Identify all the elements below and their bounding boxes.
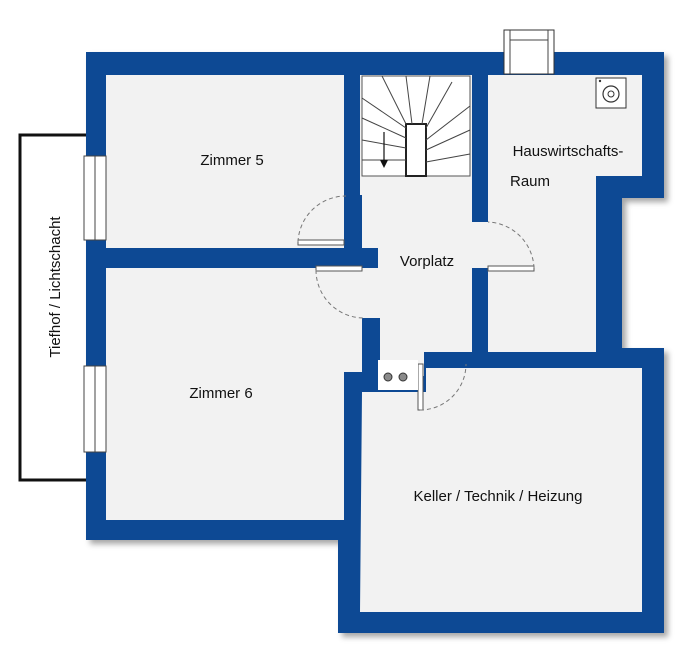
- washing-machine-icon: [595, 77, 627, 109]
- room-vorplatz-floor: [360, 193, 488, 376]
- stair-tread-6: [405, 75, 413, 125]
- stair-tread-9: [425, 105, 471, 141]
- staircase: [361, 75, 471, 177]
- lightwell-outline: [18, 133, 86, 482]
- room-keller-floor: [360, 368, 642, 612]
- stair-tread-1: [361, 97, 407, 129]
- stair-tread-10: [425, 129, 471, 151]
- door-hwr-swing: [487, 221, 535, 269]
- door-zimmer6-swing: [315, 269, 365, 319]
- lightwell: [18, 133, 86, 482]
- door-zimmer6: [315, 265, 363, 272]
- room-zimmer6-floor: [106, 268, 362, 520]
- label-zimmer6: Zimmer 6: [189, 385, 252, 402]
- stair-tread-5: [381, 75, 407, 125]
- pipe-icon-2: [398, 372, 408, 382]
- washing-machine-center: [607, 90, 615, 98]
- label-keller: Keller / Technik / Heizung: [414, 488, 583, 505]
- washing-machine-knob: [598, 79, 602, 83]
- stair-exit-top: [503, 29, 555, 75]
- label-hwr-line1: Hauswirtschafts-: [513, 143, 624, 160]
- label-zimmer5: Zimmer 5: [200, 152, 263, 169]
- label-lightwell: Tiefhof / Lichtschacht: [47, 216, 64, 358]
- room-floors: [106, 75, 642, 612]
- stair-tread-2: [361, 117, 407, 139]
- keller-fixtures: [378, 360, 418, 390]
- door-hwr: [487, 265, 535, 272]
- door-zimmer5: [297, 239, 345, 246]
- label-hwr-line2: Raum: [510, 173, 550, 190]
- washing-machine-drum: [602, 85, 620, 103]
- stair-core: [405, 123, 427, 177]
- windows: [83, 155, 107, 453]
- pipe-icon-1: [383, 372, 393, 382]
- room-hwr-floor: [488, 75, 642, 352]
- door-keller: [417, 363, 424, 411]
- door-keller-swing: [419, 363, 467, 411]
- washing-machine-body: [595, 77, 627, 109]
- stair-tread-11: [425, 153, 471, 163]
- door-zimmer5-swing: [297, 195, 347, 243]
- doors: [297, 29, 555, 411]
- label-vorplatz: Vorplatz: [400, 253, 454, 270]
- room-labels: Zimmer 5 Zimmer 6 Vorplatz Hauswirtschaf…: [47, 143, 623, 505]
- stair-tread-8: [425, 81, 453, 129]
- stair-arrow-head: [380, 160, 388, 168]
- stair-tread-7: [421, 75, 431, 125]
